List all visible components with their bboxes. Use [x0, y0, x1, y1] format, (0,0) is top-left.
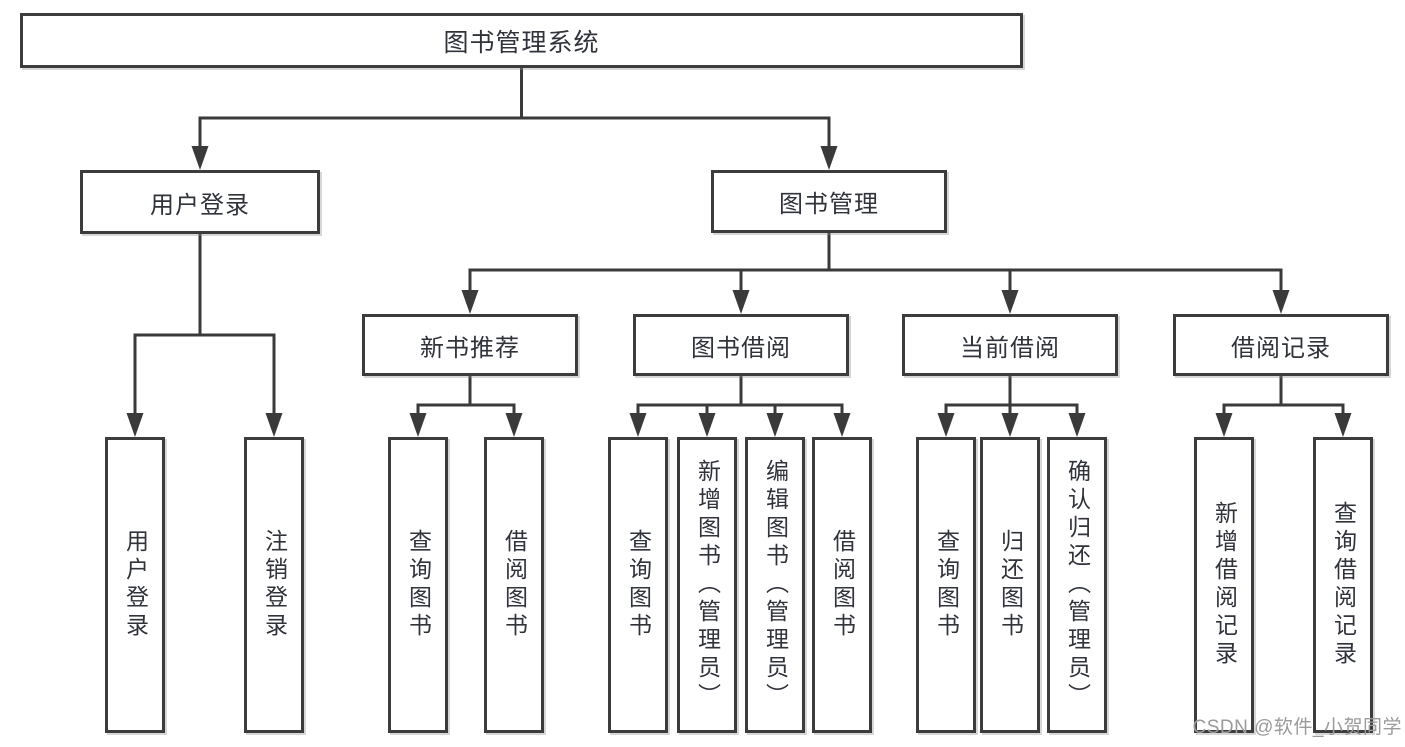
node-user-login-label: 用户登录 [150, 191, 250, 219]
arrowhead [265, 413, 283, 437]
connector-borrowrecords-to-leaves [1222, 376, 1345, 415]
leaf-label: 确认归还（管理员） [1064, 459, 1091, 711]
connector-root-to-level2 [198, 68, 831, 148]
node-new-book-recommend: 新书推荐 [362, 314, 578, 376]
node-leaf-query-books-current: 查询图书 [916, 437, 976, 733]
node-book-borrowing-label: 图书借阅 [691, 334, 791, 362]
arrowhead [937, 413, 955, 437]
connector-bookborrow-to-leaves [636, 376, 844, 415]
csdn-watermark: CSDN @软件_小贺同学 [1192, 717, 1402, 738]
arrowheads [126, 146, 1352, 437]
leaf-label: 借阅图书 [501, 529, 528, 641]
node-user-login: 用户登录 [80, 170, 320, 234]
node-leaf-edit-books-admin: 编辑图书（管理员） [745, 437, 805, 733]
arrowhead [820, 146, 838, 170]
leaf-label: 新增图书（管理员） [694, 459, 721, 711]
node-leaf-add-books-admin: 新增图书（管理员） [677, 437, 737, 733]
arrowhead [1334, 413, 1352, 437]
arrowhead [1215, 413, 1233, 437]
leaf-label: 编辑图书（管理员） [762, 459, 789, 711]
leaf-label: 查询图书 [405, 529, 432, 641]
node-borrowing-records: 借阅记录 [1173, 314, 1389, 376]
arrowhead [461, 290, 479, 314]
node-new-book-recommend-label: 新书推荐 [420, 334, 520, 362]
arrowhead [1272, 290, 1290, 314]
arrowhead [126, 413, 144, 437]
node-book-management-label: 图书管理 [779, 191, 879, 218]
node-leaf-return-books: 归还图书 [980, 437, 1040, 733]
node-current-borrowing-label: 当前借阅 [960, 334, 1060, 362]
arrowhead [1001, 290, 1019, 314]
connector-newbooks-to-leaves [416, 376, 516, 415]
leaf-label: 用户登录 [122, 529, 149, 641]
node-root: 图书管理系统 [20, 13, 1023, 68]
connector-paths [133, 68, 1345, 415]
leaf-label: 注销登录 [261, 529, 288, 641]
arrowhead [409, 413, 427, 437]
node-leaf-confirm-return-admin: 确认归还（管理员） [1047, 437, 1107, 733]
node-leaf-borrow-books-recommend: 借阅图书 [484, 437, 544, 733]
node-book-management: 图书管理 [711, 170, 947, 233]
arrowhead [698, 413, 716, 437]
arrowhead [766, 413, 784, 437]
connector-userlogin-to-leaves [133, 234, 276, 415]
arrowhead [505, 413, 523, 437]
arrowhead [191, 146, 209, 170]
node-current-borrowing: 当前借阅 [902, 314, 1118, 376]
node-leaf-query-books-recommend: 查询图书 [388, 437, 448, 733]
node-leaf-query-books: 查询图书 [608, 437, 668, 733]
node-leaf-borrow-books: 借阅图书 [812, 437, 872, 733]
node-root-label: 图书管理系统 [443, 28, 600, 57]
node-leaf-logout: 注销登录 [244, 437, 304, 733]
leaf-label: 归还图书 [997, 529, 1024, 641]
arrowhead [1001, 413, 1019, 437]
arrowhead [629, 413, 647, 437]
leaf-label: 新增借阅记录 [1211, 501, 1238, 669]
node-leaf-user-login: 用户登录 [105, 437, 165, 733]
arrowhead [833, 413, 851, 437]
node-leaf-add-borrow-record: 新增借阅记录 [1194, 437, 1254, 733]
connector-bookmgmt-to-level3 [468, 233, 1283, 292]
leaf-label: 查询借阅记录 [1330, 501, 1357, 669]
node-leaf-query-borrow-record: 查询借阅记录 [1313, 437, 1373, 733]
node-borrowing-records-label: 借阅记录 [1231, 334, 1331, 362]
leaf-label: 查询图书 [933, 529, 960, 641]
arrowhead [1068, 413, 1086, 437]
arrowhead [732, 290, 750, 314]
leaf-label: 借阅图书 [829, 529, 856, 641]
leaf-label: 查询图书 [625, 529, 652, 641]
node-book-borrowing: 图书借阅 [633, 314, 849, 376]
connector-currentborrow-to-leaves [944, 376, 1079, 415]
